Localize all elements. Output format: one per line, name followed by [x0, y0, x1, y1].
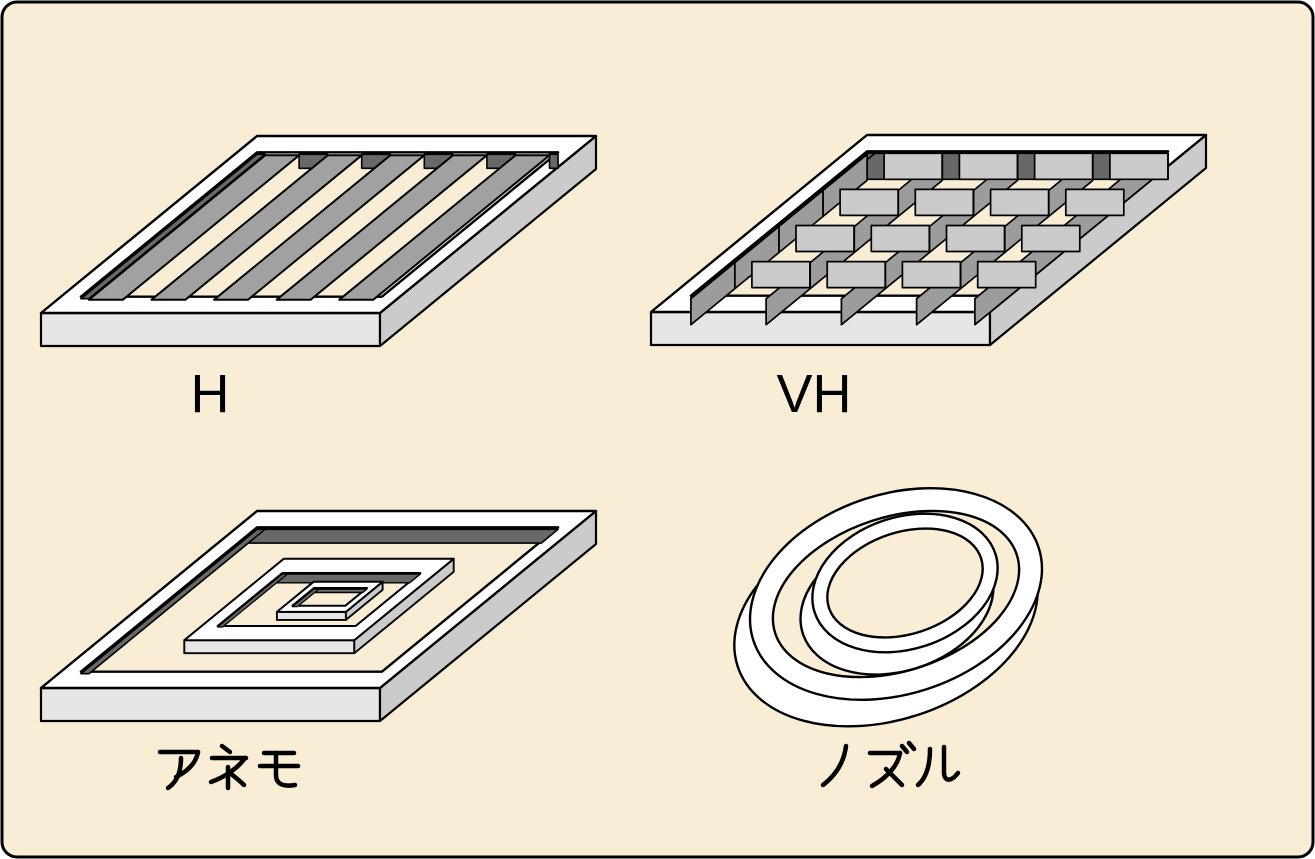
figure-nozzle: [733, 486, 1044, 728]
figure-vh-grille: [649, 133, 1208, 347]
label-nozzle: [820, 740, 961, 789]
label-anemo: [157, 743, 301, 791]
label-vh: VH: [776, 364, 851, 424]
label-h: H: [191, 364, 230, 424]
figure-h-grille: [39, 134, 598, 348]
figure-anemostat: [39, 509, 598, 723]
